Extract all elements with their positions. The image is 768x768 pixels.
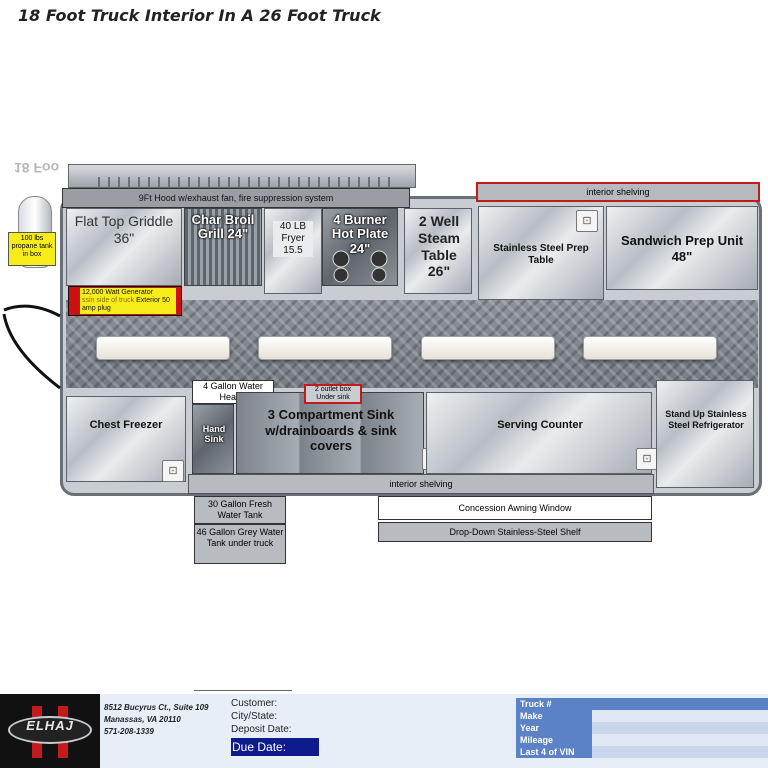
outlet-box-under-sink: 2 outlet box Under sink (304, 384, 362, 404)
logo-ring (8, 716, 92, 744)
truck-number-field[interactable]: Truck # (516, 698, 768, 710)
serving-counter-label: Serving Counter (497, 419, 583, 431)
phone-number: 571-208-1339 (104, 727, 154, 736)
ceiling-light (258, 336, 392, 360)
field-value[interactable] (592, 722, 768, 734)
refrigerator-label: Stand Up Stainless Steel Refrigerator (665, 409, 747, 430)
field-label: Last 4 of VIN (516, 746, 592, 758)
generator-label: 12,000 Watt Generator ssin side of truck… (80, 288, 176, 314)
grill-label: Char Broil Grill 24" (191, 212, 255, 242)
field-value[interactable] (592, 710, 768, 722)
page-title: 18 Foot Truck Interior In A 26 Foot Truc… (18, 6, 381, 25)
drop-down-shelf: Drop-Down Stainless-Steel Shelf (378, 522, 652, 542)
logo-text: ELHAJ (26, 718, 74, 733)
year-field[interactable]: Year (516, 722, 768, 734)
exterior-plug-label: Exterior 50 amp plug (82, 297, 170, 313)
compartment-sink-label: 3 Compartment Sink w/drainboards & sink … (265, 407, 397, 454)
field-label: Truck # (516, 698, 592, 710)
field-label: Year (516, 722, 592, 734)
hood-label: 9Ft Hood w/exhaust fan, fire suppression… (62, 188, 410, 208)
outlet-icon: ⊡ (636, 448, 658, 470)
fresh-water-tank: 30 Gallon Fresh Water Tank (194, 496, 286, 524)
hot-plate: 4 Burner Hot Plate 24" (322, 208, 398, 286)
grey-water-tank: 46 Gallon Grey Water Tank under truck (194, 524, 286, 564)
fryer: 40 LB Fryer 15.5 (264, 208, 322, 294)
company-address: 8512 Bucyrus Ct., Suite 109 Manassas, VA… (104, 702, 209, 738)
mirrored-title-text: 18 Foo (14, 160, 60, 176)
field-label: Mileage (516, 734, 592, 746)
ceiling-light (421, 336, 555, 360)
deposit-date-label: Deposit Date: (231, 724, 292, 735)
outlet-icon: ⊡ (162, 460, 184, 482)
fryer-label: 40 LB Fryer 15.5 (273, 221, 313, 257)
chest-freezer-label: Chest Freezer (89, 419, 163, 431)
interior-shelving-bottom: interior shelving (188, 474, 654, 494)
divider (194, 690, 292, 691)
due-date-label: Due Date: (231, 738, 319, 756)
ceiling-light (583, 336, 717, 360)
griddle-label: Flat Top Griddle 36" (74, 213, 174, 246)
field-value[interactable] (592, 698, 768, 710)
generator-line: 12,000 Watt Generator (82, 289, 153, 296)
interior-shelving-top: interior shelving (476, 182, 760, 202)
refrigerator: Stand Up Stainless Steel Refrigerator (656, 380, 754, 488)
hot-plate-label: 4 Burner Hot Plate 24" (331, 212, 389, 256)
compartment-sink: 3 Compartment Sink w/drainboards & sink … (236, 392, 424, 474)
customer-label: Customer: (231, 698, 278, 709)
steam-table: 2 Well Steam Table 26" (404, 208, 472, 294)
generator-side-note: ssin side of truck (82, 297, 135, 305)
vin-field[interactable]: Last 4 of VIN (516, 746, 768, 758)
flat-top-griddle: Flat Top Griddle 36" (66, 208, 182, 286)
field-value[interactable] (592, 746, 768, 758)
sandwich-prep-label: Sandwich Prep Unit 48" (620, 233, 744, 264)
propane-label: 100 lbs propane tank in box (8, 232, 56, 266)
steam-table-label: 2 Well Steam Table 26" (417, 213, 461, 280)
make-field[interactable]: Make (516, 710, 768, 722)
address-line: Manassas, VA 20110 (104, 715, 181, 724)
sandwich-prep-unit: Sandwich Prep Unit 48" (606, 206, 758, 290)
address-line: 8512 Bucyrus Ct., Suite 109 (104, 703, 209, 712)
ceiling-light (96, 336, 230, 360)
burner-icon (332, 250, 388, 283)
serving-counter: Serving Counter (426, 392, 652, 474)
char-broil-grill: Char Broil Grill 24" (184, 208, 262, 286)
cab-outline (2, 304, 61, 390)
hand-sink: Hand Sink (192, 404, 234, 474)
hand-sink-label: Hand Sink (202, 424, 226, 444)
field-value[interactable] (592, 734, 768, 746)
mileage-field[interactable]: Mileage (516, 734, 768, 746)
prep-table-label: Stainless Steel Prep Table (493, 243, 589, 266)
hood-vent (68, 164, 416, 188)
outlet-icon: ⊡ (576, 210, 598, 232)
concession-awning-window: Concession Awning Window (378, 496, 652, 520)
city-state-label: City/State: (231, 711, 278, 722)
field-label: Make (516, 710, 592, 722)
